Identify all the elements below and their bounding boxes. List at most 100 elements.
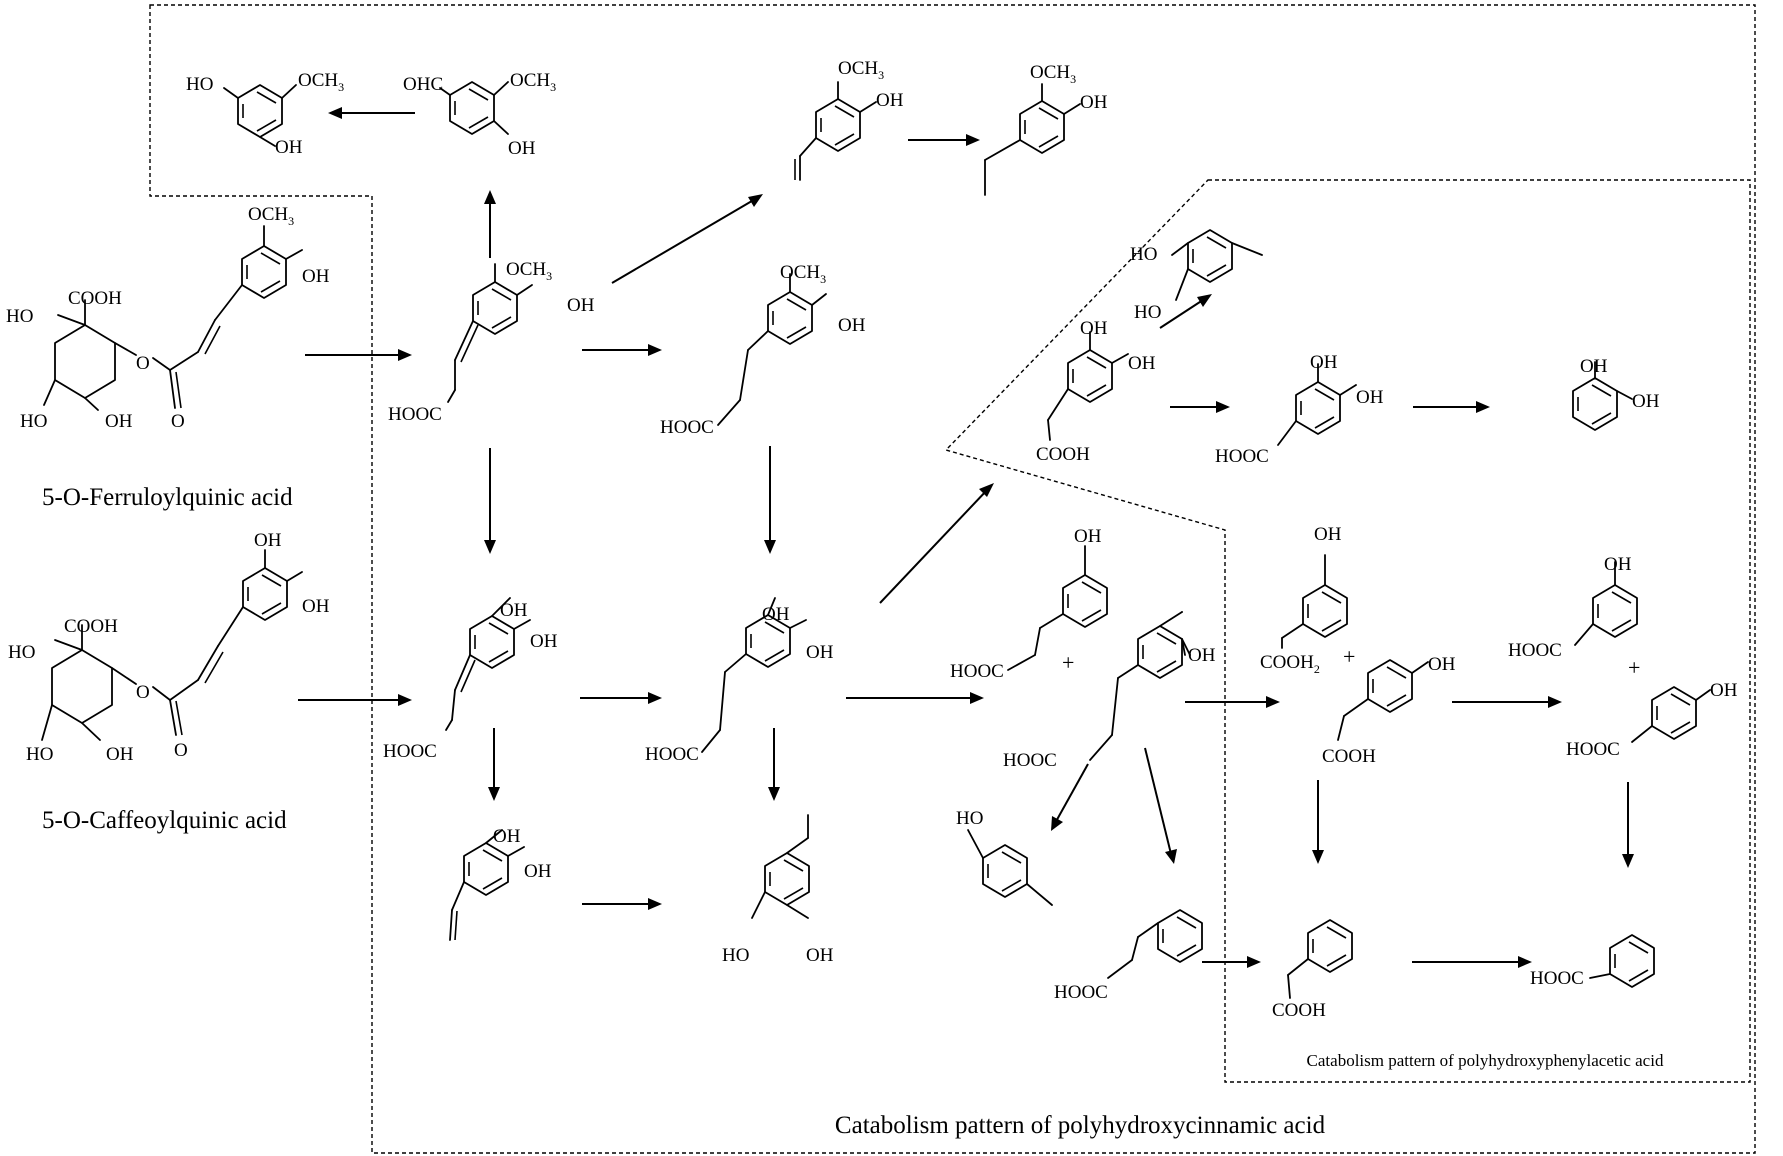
arrowhead-protocatechuic-to-catechol [1476, 401, 1490, 413]
atom-label: HO [20, 411, 47, 432]
atom-label: OH [876, 90, 904, 111]
atom-label: HO [26, 744, 53, 765]
arrowhead-caffeoylquinic-to-caffeic [398, 694, 412, 706]
svg-text:OCH3: OCH3 [838, 58, 884, 82]
arrowhead-dihydroferulic-to-dihydrocaffeic [764, 540, 776, 554]
svg-text:OCH3: OCH3 [780, 262, 826, 286]
molecule-bonds [41, 81, 1711, 999]
atom-label: HOOC [1530, 968, 1584, 989]
atom-label: OH [1128, 353, 1156, 374]
atom-label: OH [762, 604, 790, 625]
atom-label: HO [186, 74, 213, 95]
svg-text:OCH3: OCH3 [248, 204, 294, 228]
atom-label: OH [1356, 387, 1384, 408]
arrow-ferulic-to-vinylguaiacol [611, 197, 758, 284]
atom-label: OHC [403, 74, 443, 95]
arrowhead-phenylpropionic-to-phenylacetic [1247, 956, 1261, 968]
atom-label: HOOC [1054, 982, 1108, 1003]
arrowhead-hydroxyphenylacetic-to-hydroxybenzoic [1548, 696, 1562, 708]
atom-label: HOOC [645, 744, 699, 765]
svg-text:OCH3: OCH3 [298, 70, 344, 94]
atom-label: OH [508, 138, 536, 159]
atom-label: HO [722, 945, 749, 966]
atom-label: OH [1310, 352, 1338, 373]
atom-label: COOH [64, 616, 118, 637]
atom-label: OH [500, 600, 528, 621]
plus-sign: + [1062, 650, 1074, 675]
atom-label: OH [105, 411, 133, 432]
atom-label: COOH [1272, 1000, 1326, 1021]
arrowhead-dihydrocaffeic-to-dopac [979, 483, 994, 497]
arrowhead-dopac-to-protocatechuic [1216, 401, 1230, 413]
arrowhead-dihydrocaffeic-to-hydroxyphenylpropionic [970, 692, 984, 704]
arrowhead-dihydrocaffeic-to-ethylcatechol [768, 787, 780, 801]
atom-label: OH [806, 642, 834, 663]
atom-label: HOOC [388, 404, 442, 425]
atom-label: OH [302, 266, 330, 287]
atom-label: COOH [1322, 746, 1376, 767]
atom-label: OH [106, 744, 134, 765]
atom-label: OH [806, 945, 834, 966]
atom-label: HO [6, 306, 33, 327]
atom-label: O [136, 682, 150, 703]
ferruloylquinic-acid-name: 5-O-Ferruloylquinic acid [42, 484, 293, 511]
atom-label: O [174, 740, 188, 761]
atom-label: O [171, 411, 185, 432]
atom-label: HOOC [1215, 446, 1269, 467]
arrow-hydroxyphenylpropionic-to-cresol [1053, 763, 1089, 826]
atom-label: OH [1428, 654, 1456, 675]
plus-sign: + [1343, 644, 1355, 669]
atom-label: OH [1580, 356, 1608, 377]
arrowhead-vinylguaiacol-to-ethylguaiacol [966, 134, 980, 146]
atom-label: HO [1134, 302, 1161, 323]
atom-label: HOOC [1508, 640, 1562, 661]
arrow-dihydrocaffeic-to-dopac [879, 488, 989, 604]
cinnamic-region-label: Catabolism pattern of polyhydroxycinnami… [835, 1112, 1326, 1139]
atom-label: OH [1080, 318, 1108, 339]
atom-label: OH [1710, 680, 1738, 701]
atom-label: OH [524, 861, 552, 882]
cinnamic-region-boundary [149, 4, 1756, 1154]
phenylacetic-region-label: Catabolism pattern of polyhydroxyphenyla… [1307, 1051, 1664, 1070]
arrowhead-vinylcatechol-to-ethylcatechol [648, 898, 662, 910]
svg-text:OCH3: OCH3 [1030, 62, 1076, 86]
atom-label: HO [8, 642, 35, 663]
arrowhead-ferulic-to-dihydroferulic [648, 344, 662, 356]
arrowhead-phenylacetic-to-benzoic [1518, 956, 1532, 968]
plus-sign: + [1628, 655, 1640, 680]
arrow-dopac-to-methylcatechol [1159, 297, 1207, 329]
arrowhead-caffeic-to-vinylcatechol [488, 787, 500, 801]
svg-text:OCH3: OCH3 [506, 259, 552, 283]
arrowhead-hydroxybenzoic-to-benzoic [1622, 854, 1634, 868]
arrowhead-hydroxyphenylacetic-to-phenylacetic [1312, 850, 1324, 864]
arrowhead-hydroxyphenylpropionic-to-hydroxyphenylacetic [1266, 696, 1280, 708]
atom-label: COOH [1036, 444, 1090, 465]
atom-label: OH [838, 315, 866, 336]
atom-label: OH [1604, 554, 1632, 575]
arrowhead-vanillin-to-methoxyhydroquinone [328, 107, 342, 119]
arrowhead-ferulic-to-vanillin [484, 190, 496, 204]
atom-label: OH [493, 826, 521, 847]
caffeoylquinic-acid-name: 5-O-Caffeoylquinic acid [42, 807, 287, 834]
atom-label: OH [254, 530, 282, 551]
arrowhead-caffeic-to-dihydrocaffeic [648, 692, 662, 704]
atom-label: COOH [68, 288, 122, 309]
reaction-arrows [298, 107, 1634, 968]
atom-label: OH [275, 137, 303, 158]
arrowhead-ferulic-to-vinylguaiacol [748, 194, 763, 207]
arrowhead-hydroxyphenylpropionic-to-phenylpropionic [1165, 849, 1177, 864]
atom-label: OH [567, 295, 595, 316]
arrowhead-hydroxyphenylpropionic-to-cresol [1051, 816, 1063, 831]
arrowhead-ferulic-to-caffeic [484, 540, 496, 554]
svg-text:OCH3: OCH3 [510, 70, 556, 94]
phenylacetic-region-boundary [944, 179, 1751, 1083]
atom-label: OH [1074, 526, 1102, 547]
atom-labels: HO OCH3 OH OHC OCH3 OH OCH3 OH OCH3 OH O… [6, 58, 1738, 1021]
arrow-hydroxyphenylpropionic-to-phenylpropionic [1144, 747, 1173, 859]
atom-label: HO [1130, 244, 1157, 265]
atom-label: HO [956, 808, 983, 829]
atom-label: HOOC [950, 661, 1004, 682]
atom-label: OH [302, 596, 330, 617]
atom-label: OH [1632, 391, 1660, 412]
atom-label: HOOC [1003, 750, 1057, 771]
